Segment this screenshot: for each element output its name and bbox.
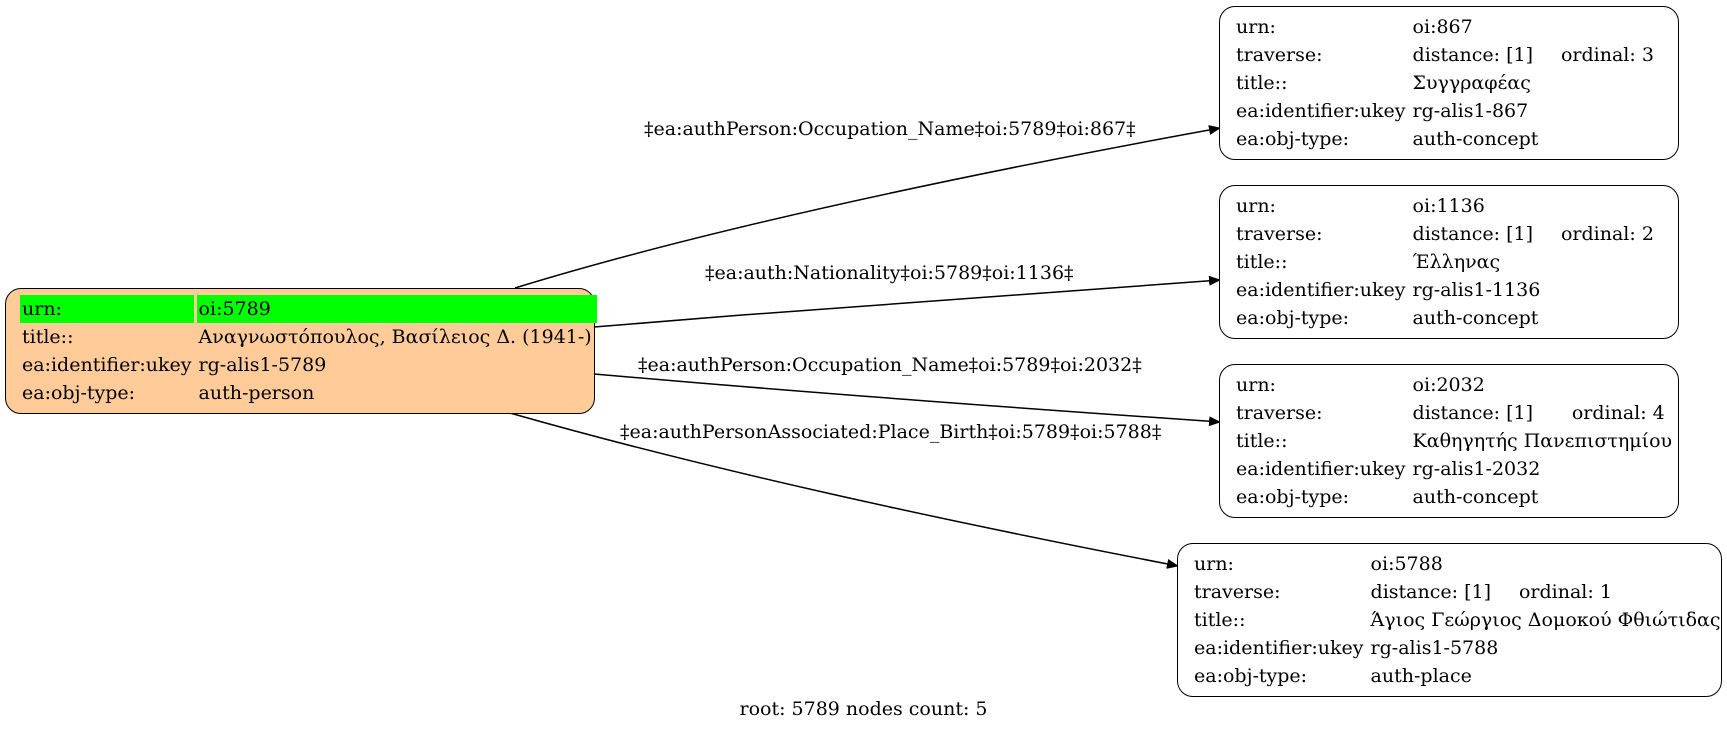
title-value: Συγγραφέας: [1412, 72, 1531, 94]
node-oi-1136[interactable]: urn: oi:1136 traverse: distance: [1] ord…: [1219, 185, 1679, 339]
node-fields: urn: oi:5788 traverse: distance: [1] ord…: [1192, 550, 1726, 690]
node-row-traverse: traverse: distance: [1] ordinal: 1: [1192, 578, 1726, 606]
node-oi-5788[interactable]: urn: oi:5788 traverse: distance: [1] ord…: [1177, 543, 1722, 697]
type-key: ea:obj-type:: [1236, 307, 1350, 329]
root-row-title: title:: Αναγνωστόπουλος, Βασίλειος Δ. (1…: [20, 323, 597, 351]
urn-value: oi:867: [1412, 16, 1473, 38]
node-row-type: ea:obj-type: auth-place: [1192, 662, 1726, 690]
node-row-ukey: ea:identifier:ukey rg-alis1-2032: [1234, 455, 1677, 483]
urn-key: urn:: [1194, 553, 1234, 575]
urn-key: urn:: [1236, 16, 1276, 38]
node-row-type: ea:obj-type: auth-concept: [1234, 483, 1677, 511]
edge-line-1136: [593, 275, 1221, 328]
urn-value: oi:2032: [1412, 374, 1485, 396]
node-row-urn: urn: oi:867: [1234, 13, 1659, 41]
edge-label-867: ‡ea:authPerson:Occupation_Name‡oi:5789‡o…: [644, 118, 1136, 140]
type-key: ea:obj-type:: [1236, 486, 1350, 508]
ukey-value: rg-alis1-2032: [1412, 458, 1541, 480]
node-row-title: title:: Άγιος Γεώργιος Δομοκού Φθιώτιδας: [1192, 606, 1726, 634]
root-row-ukey: ea:identifier:ukey rg-alis1-5789: [20, 351, 597, 379]
node-row-traverse: traverse: distance: [1] ordinal: 2: [1234, 220, 1659, 248]
root-row-urn: urn: oi:5789: [20, 295, 597, 323]
traverse-key: traverse:: [1236, 223, 1323, 245]
root-title-key: title::: [22, 326, 74, 348]
ukey-value: rg-alis1-867: [1412, 100, 1529, 122]
edge-line-867: [514, 125, 1221, 289]
root-type-key: ea:obj-type:: [22, 382, 136, 404]
ordinal-value: ordinal: 3: [1560, 44, 1654, 66]
title-key: title::: [1236, 251, 1288, 273]
title-value: Άγιος Γεώργιος Δομοκού Φθιώτιδας: [1370, 609, 1721, 631]
urn-key: urn:: [1236, 195, 1276, 217]
node-row-title: title:: Καθηγητής Πανεπιστημίου: [1234, 427, 1677, 455]
type-value: auth-place: [1370, 665, 1472, 687]
node-oi-2032[interactable]: urn: oi:2032 traverse: distance: [1] ord…: [1219, 364, 1679, 518]
node-fields: urn: oi:1136 traverse: distance: [1] ord…: [1234, 192, 1659, 332]
edge-label-1136: ‡ea:auth:Nationality‡oi:5789‡oi:1136‡: [705, 262, 1074, 284]
root-urn-value: oi:5789: [196, 295, 597, 323]
root-node[interactable]: urn: oi:5789 title:: Αναγνωστόπουλος, Βα…: [5, 288, 597, 414]
node-row-title: title:: Έλληνας: [1234, 248, 1659, 276]
node-row-ukey: ea:identifier:ukey rg-alis1-1136: [1234, 276, 1659, 304]
distance-value: distance: [1]: [1412, 402, 1533, 424]
root-urn-key: urn:: [20, 295, 197, 323]
type-value: auth-concept: [1412, 307, 1539, 329]
node-row-type: ea:obj-type: auth-concept: [1234, 125, 1659, 153]
graph-footer: root: 5789 nodes count: 5: [739, 698, 988, 720]
traverse-key: traverse:: [1236, 402, 1323, 424]
traverse-key: traverse:: [1236, 44, 1323, 66]
title-value: Καθηγητής Πανεπιστημίου: [1412, 430, 1673, 452]
urn-value: oi:1136: [1412, 195, 1485, 217]
type-value: auth-concept: [1412, 128, 1539, 150]
root-row-type: ea:obj-type: auth-person: [20, 379, 597, 407]
node-row-ukey: ea:identifier:ukey rg-alis1-867: [1234, 97, 1659, 125]
node-row-traverse: traverse: distance: [1] ordinal: 3: [1234, 41, 1659, 69]
title-key: title::: [1236, 430, 1288, 452]
node-row-urn: urn: oi:1136: [1234, 192, 1659, 220]
title-key: title::: [1236, 72, 1288, 94]
ukey-key: ea:identifier:ukey: [1236, 100, 1406, 122]
node-fields: urn: oi:2032 traverse: distance: [1] ord…: [1234, 371, 1677, 511]
urn-value: oi:5788: [1370, 553, 1443, 575]
edge-label-2032: ‡ea:authPerson:Occupation_Name‡oi:5789‡o…: [638, 354, 1142, 376]
node-oi-867[interactable]: urn: oi:867 traverse: distance: [1] ordi…: [1219, 6, 1679, 160]
node-row-ukey: ea:identifier:ukey rg-alis1-5788: [1192, 634, 1726, 662]
node-row-type: ea:obj-type: auth-concept: [1234, 304, 1659, 332]
root-ukey-value: rg-alis1-5789: [198, 354, 327, 376]
ukey-value: rg-alis1-5788: [1370, 637, 1499, 659]
type-key: ea:obj-type:: [1194, 665, 1308, 687]
ukey-key: ea:identifier:ukey: [1194, 637, 1364, 659]
edge-line-2032: [593, 373, 1221, 427]
distance-value: distance: [1]: [1412, 44, 1533, 66]
ukey-key: ea:identifier:ukey: [1236, 279, 1406, 301]
root-node-fields: urn: oi:5789 title:: Αναγνωστόπουλος, Βα…: [20, 295, 597, 407]
ukey-key: ea:identifier:ukey: [1236, 458, 1406, 480]
node-row-urn: urn: oi:5788: [1192, 550, 1726, 578]
title-value: Έλληνας: [1412, 251, 1501, 273]
ordinal-value: ordinal: 1: [1518, 581, 1612, 603]
distance-value: distance: [1]: [1412, 223, 1533, 245]
root-title-value: Αναγνωστόπουλος, Βασίλειος Δ. (1941-): [198, 326, 592, 348]
type-key: ea:obj-type:: [1236, 128, 1350, 150]
ordinal-value: ordinal: 2: [1560, 223, 1654, 245]
node-row-traverse: traverse: distance: [1] ordinal: 4: [1234, 399, 1677, 427]
root-ukey-key: ea:identifier:ukey: [22, 354, 192, 376]
ordinal-value: ordinal: 4: [1571, 402, 1665, 424]
traverse-key: traverse:: [1194, 581, 1281, 603]
node-fields: urn: oi:867 traverse: distance: [1] ordi…: [1234, 13, 1659, 153]
title-key: title::: [1194, 609, 1246, 631]
type-value: auth-concept: [1412, 486, 1539, 508]
node-row-title: title:: Συγγραφέας: [1234, 69, 1659, 97]
distance-value: distance: [1]: [1370, 581, 1491, 603]
root-type-value: auth-person: [198, 382, 315, 404]
urn-key: urn:: [1236, 374, 1276, 396]
ukey-value: rg-alis1-1136: [1412, 279, 1541, 301]
edge-line-5788: [509, 412, 1179, 569]
node-row-urn: urn: oi:2032: [1234, 371, 1677, 399]
edge-label-5788: ‡ea:authPersonAssociated:Place_Birth‡oi:…: [620, 421, 1162, 443]
